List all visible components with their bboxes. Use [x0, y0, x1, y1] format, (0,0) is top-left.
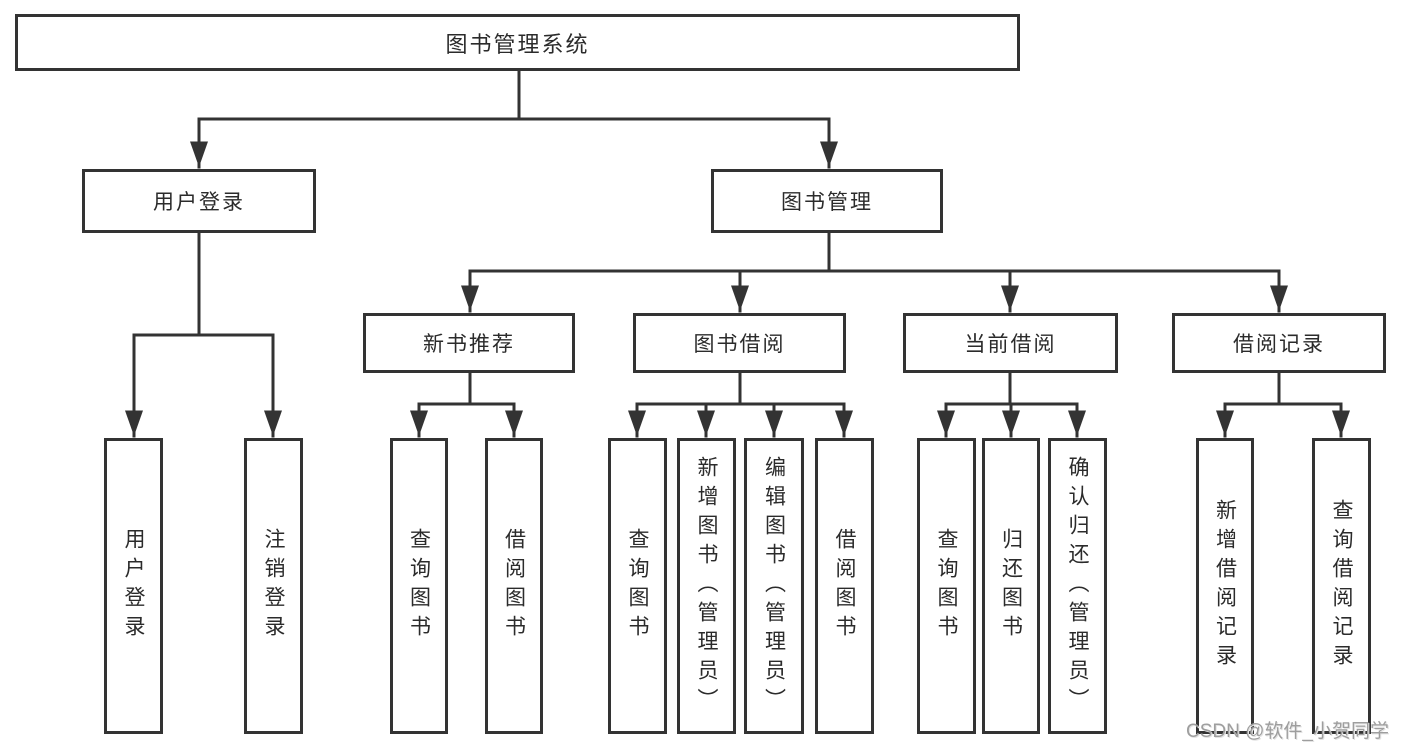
node-user-login-branch: 用户登录	[82, 169, 316, 233]
node-label: 用户登录	[122, 528, 145, 644]
node-confirm-return-admin: 确认归还（管理员）	[1048, 438, 1107, 734]
node-edit-books-admin: 编辑图书（管理员）	[744, 438, 804, 734]
node-new-book-recommendation: 新书推荐	[363, 313, 575, 373]
node-label: 新书推荐	[423, 333, 515, 356]
node-add-books-admin: 新增图书（管理员）	[677, 438, 736, 734]
node-label: 借阅记录	[1233, 333, 1325, 356]
node-query-books-recommend: 查询图书	[390, 438, 448, 734]
node-label: 图书管理系统	[445, 31, 590, 57]
node-query-books-current: 查询图书	[917, 438, 976, 734]
node-label: 图书管理	[781, 191, 873, 214]
node-query-borrow-record: 查询借阅记录	[1312, 438, 1371, 734]
node-current-borrowing: 当前借阅	[903, 313, 1118, 373]
node-user-login: 用户登录	[104, 438, 163, 734]
node-label: 新增借阅记录	[1213, 499, 1237, 673]
node-label: 当前借阅	[964, 333, 1057, 356]
node-add-borrow-record: 新增借阅记录	[1196, 438, 1254, 734]
node-label: 查询图书	[935, 528, 958, 644]
node-label: 归还图书	[999, 528, 1023, 644]
node-label: 图书借阅	[693, 333, 786, 356]
node-label: 借阅图书	[833, 528, 856, 644]
node-query-books-borrowing: 查询图书	[608, 438, 667, 734]
node-borrowing-records: 借阅记录	[1172, 313, 1386, 373]
node-label: 新增图书（管理员）	[695, 455, 718, 717]
node-book-borrowing: 图书借阅	[633, 313, 846, 373]
node-label: 用户登录	[153, 191, 245, 214]
node-label: 确认归还（管理员）	[1066, 455, 1089, 717]
node-label: 查询图书	[626, 528, 649, 644]
node-label: 注销登录	[262, 528, 285, 644]
node-label: 编辑图书（管理员）	[762, 455, 786, 717]
node-label: 查询借阅记录	[1330, 499, 1353, 673]
node-root: 图书管理系统	[15, 14, 1020, 71]
watermark: CSDN @软件_小贺同学	[1186, 721, 1389, 742]
node-book-management-branch: 图书管理	[711, 169, 943, 233]
node-label: 借阅图书	[502, 528, 526, 644]
node-return-books: 归还图书	[982, 438, 1040, 734]
node-borrow-books-recommend: 借阅图书	[485, 438, 543, 734]
node-label: 查询图书	[407, 528, 431, 644]
node-borrow-books: 借阅图书	[815, 438, 874, 734]
node-logout: 注销登录	[244, 438, 303, 734]
